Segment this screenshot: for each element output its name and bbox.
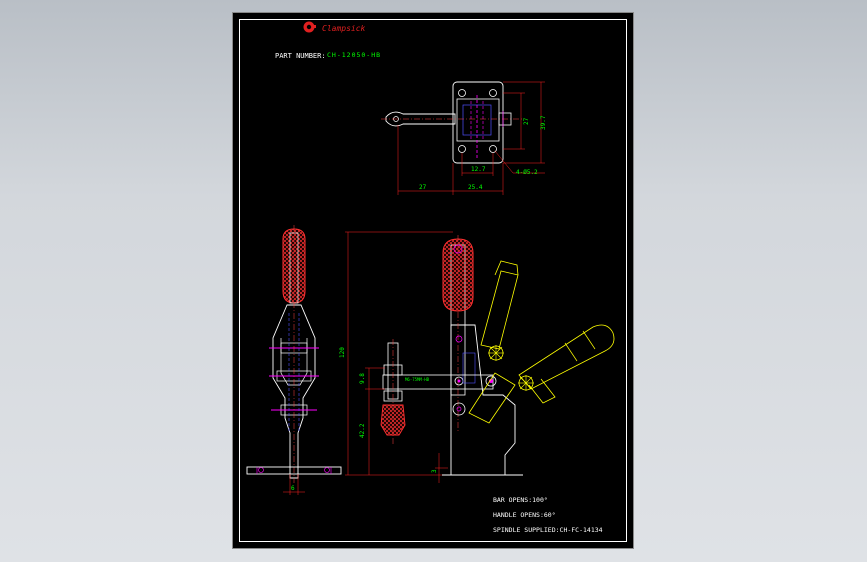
alternate-position-outline — [468, 260, 615, 424]
spindle-label: M6-75MM-HB — [405, 377, 430, 382]
dim-9-8: 9.8 — [359, 373, 366, 384]
note-bar-opens: BAR OPENS:100° — [493, 496, 548, 504]
mounting-hole — [489, 89, 497, 97]
note-handle-opens: HANDLE OPENS:60° — [493, 511, 556, 519]
front-view: M6-75MM-HB — [339, 231, 615, 483]
drawing-canvas: Clampsick PART NUMBER: CH-12050-HB — [246, 21, 615, 534]
dim-27-horizontal: 27 — [419, 184, 427, 191]
mounting-hole — [458, 145, 466, 153]
dim-25-4: 25.4 — [468, 184, 483, 191]
mounting-hole — [489, 145, 497, 153]
part-number-value: CH-12050-HB — [327, 51, 381, 59]
spindle-cap — [380, 404, 406, 436]
brand-name: Clampsick — [322, 24, 366, 33]
note-spindle-supplied: SPINDLE SUPPLIED:CH-FC-14134 — [493, 526, 603, 534]
drawing-frame — [239, 19, 627, 542]
side-view: 6 — [246, 225, 342, 495]
front-handle-grip — [442, 238, 474, 312]
drawing-sheet: Clampsick PART NUMBER: CH-12050-HB — [232, 12, 634, 549]
dim-12-7: 12.7 — [471, 166, 486, 173]
dim-27-vertical: 27 — [523, 117, 530, 125]
dim-39-7: 39.7 — [540, 115, 547, 130]
dim-42-2: 42.2 — [359, 423, 366, 438]
mounting-hole — [458, 89, 466, 97]
top-view: 27 39.7 12.7 27 25.4 4-Ø5.2 — [381, 81, 547, 195]
dim-hole-diameter: 4-Ø5.2 — [516, 169, 538, 176]
dim-6: 6 — [291, 485, 295, 492]
part-number-label: PART NUMBER: — [275, 52, 326, 60]
brand-logo: Clampsick — [303, 21, 366, 33]
dim-3: 3 — [431, 469, 438, 473]
dim-120: 120 — [339, 347, 346, 358]
